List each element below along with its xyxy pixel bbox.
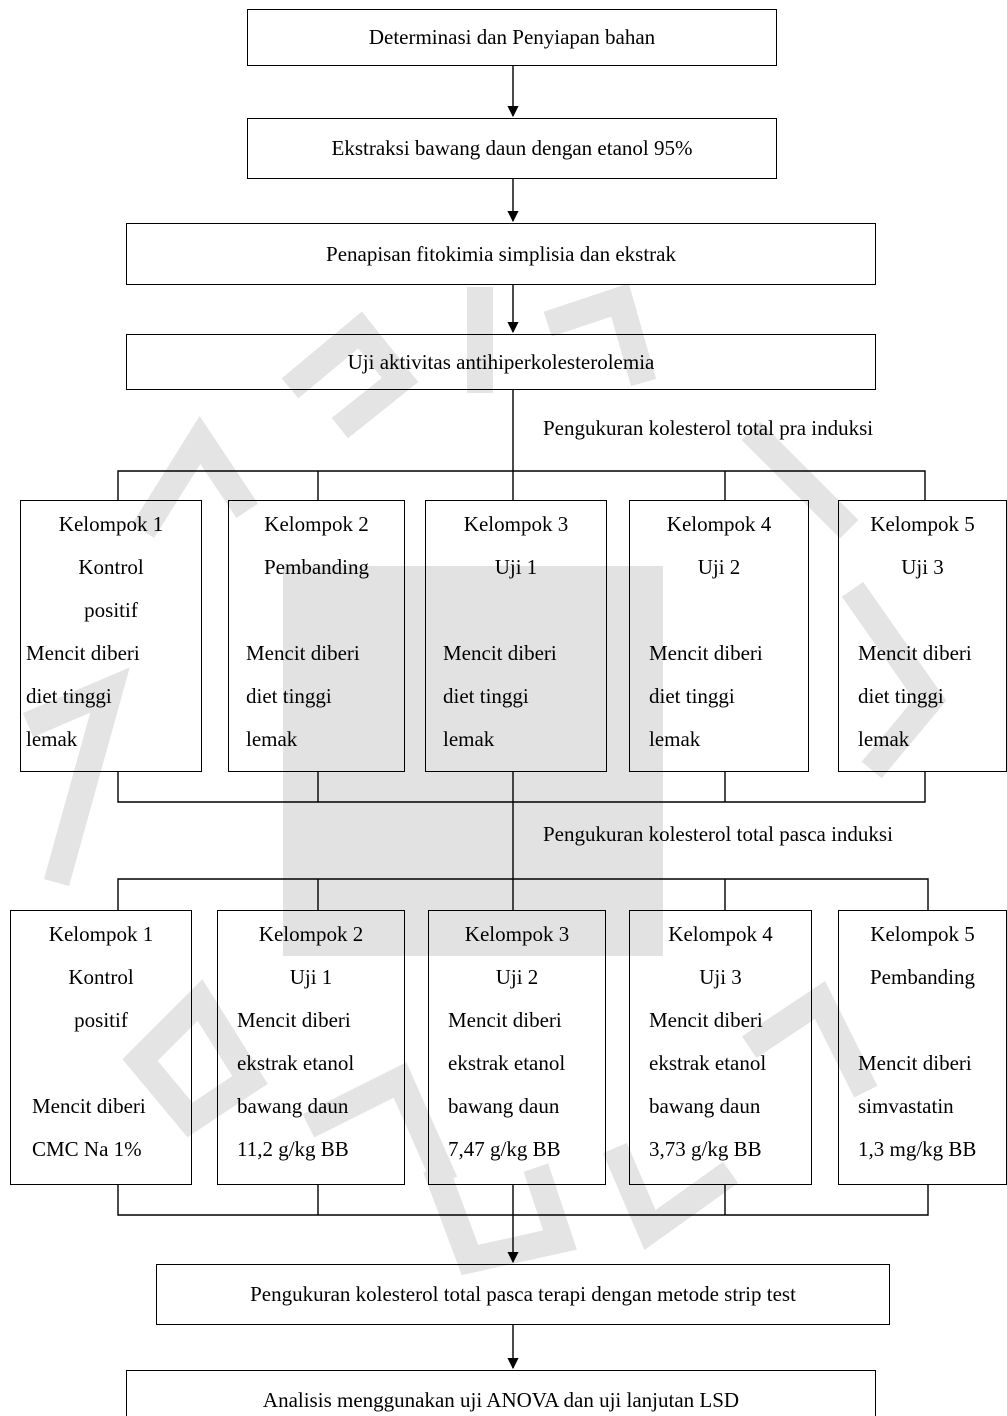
row2-group-1: Kelompok 1 Kontrol positif Mencit diberi… [10,910,192,1185]
collector-row1 [117,772,926,803]
step-analisis-label: Analisis menggunakan uji ANOVA dan uji l… [262,1387,740,1412]
row1-group-1-desc3: lemak [26,727,78,751]
row1-group-2-desc1: Mencit diberi [246,641,360,665]
row1-group-1-role2: positif [84,598,138,622]
row2-group-2: Kelompok 2 Uji 1 Mencit diberi ekstrak e… [217,910,405,1185]
row1-group-4: Kelompok 4 Uji 2 Mencit diberi diet ting… [629,500,809,772]
row1-group-5-desc2: diet tinggi [858,684,944,708]
step-penapisan: Penapisan fitokimia simplisia dan ekstra… [126,223,876,285]
row1-group-4-role: Uji 2 [697,555,741,579]
row2-group-3-desc1: ekstrak etanol [448,1051,566,1075]
row2-group-4-desc1: ekstrak etanol [649,1051,767,1075]
step-penapisan-label: Penapisan fitokimia simplisia dan ekstra… [326,241,676,266]
row2-group-5: Kelompok 5 Pembanding Mencit diberi simv… [838,910,1007,1185]
row2-group-4-role: Uji 3 [699,965,742,989]
row1-group-5: Kelompok 5 Uji 3 Mencit diberi diet ting… [838,500,1007,772]
row2-group-4-desc3: 3,73 g/kg BB [649,1137,762,1161]
row1-group-2-desc2: diet tinggi [246,684,332,708]
row1-group-3: Kelompok 3 Uji 1 Mencit diberi diet ting… [425,500,607,772]
row1-group-3-desc1: Mencit diberi [443,641,557,665]
row1-group-3-desc2: diet tinggi [443,684,529,708]
row2-group-1-desc3: CMC Na 1% [32,1137,142,1161]
row2-group-4-desc2: bawang daun [649,1094,761,1118]
row1-group-4-desc1: Mencit diberi [649,641,763,665]
row2-group-3-desc3: 7,47 g/kg BB [448,1137,561,1161]
row2-group-3-role: Uji 2 [495,965,539,989]
row2-group-3-desc2: bawang daun [448,1094,560,1118]
row1-group-3-desc3: lemak [443,727,495,751]
step-uji-aktivitas-label: Uji aktivitas antihiperkolesterolemia [347,349,655,374]
distribution-row2 [117,878,929,910]
note-pasca-induksi: Pengukuran kolesterol total pasca induks… [543,822,893,846]
row1-group-2-desc3: lemak [246,727,298,751]
row2-group-5-desc2: simvastatin [858,1094,954,1118]
step-determinasi-label: Determinasi dan Penyiapan bahan [368,25,656,49]
row1-group-5-role: Uji 3 [901,555,944,579]
collector-row2 [117,1185,929,1216]
row1-group-2-title: Kelompok 2 [264,512,369,536]
row2-group-1-role: Kontrol [68,965,134,989]
row2-group-2-desc1: ekstrak etanol [237,1051,355,1075]
distribution-row1 [117,470,926,500]
row1-group-2-role: Pembanding [264,555,369,579]
row1-group-1-desc2: diet tinggi [26,684,112,708]
row2-group-2-title: Kelompok 2 [258,922,364,946]
row2-group-1-role2: positif [74,1008,128,1032]
row2-group-5-title: Kelompok 5 [870,922,975,946]
step-pengukuran-pasca-terapi-label: Pengukuran kolesterol total pasca terapi… [250,1282,796,1306]
step-ekstraksi-label: Ekstraksi bawang daun dengan etanol 95% [331,136,693,160]
row1-group-4-desc3: lemak [649,727,701,751]
row1-group-2: Kelompok 2 Pembanding Mencit diberi diet… [228,500,405,772]
step-pengukuran-pasca-terapi: Pengukuran kolesterol total pasca terapi… [156,1264,890,1325]
row2-group-4: Kelompok 4 Uji 3 Mencit diberi ekstrak e… [629,910,812,1185]
row2-group-1-desc2: Mencit diberi [32,1094,146,1118]
row2-group-4-desc0: Mencit diberi [649,1008,763,1032]
row1-group-4-title: Kelompok 4 [666,512,772,536]
row2-group-2-desc0: Mencit diberi [237,1008,351,1032]
row1-group-5-desc3: lemak [858,727,910,751]
row2-group-2-role: Uji 1 [289,965,333,989]
note-pra-induksi: Pengukuran kolesterol total pra induksi [543,416,874,440]
row1-group-1-title: Kelompok 1 [58,512,164,536]
row1-group-3-role: Uji 1 [494,555,538,579]
step-ekstraksi: Ekstraksi bawang daun dengan etanol 95% [247,118,777,179]
row2-group-5-desc3: 1,3 mg/kg BB [858,1137,977,1161]
step-uji-aktivitas: Uji aktivitas antihiperkolesterolemia [126,334,876,390]
step-determinasi: Determinasi dan Penyiapan bahan [247,9,777,66]
row2-group-1-title: Kelompok 1 [48,922,154,946]
row2-group-3: Kelompok 3 Uji 2 Mencit diberi ekstrak e… [428,910,606,1185]
row2-group-2-desc3: 11,2 g/kg BB [237,1137,349,1161]
row1-group-1-role: Kontrol [78,555,144,579]
row1-group-5-title: Kelompok 5 [870,512,975,536]
step-analisis: Analisis menggunakan uji ANOVA dan uji l… [126,1370,876,1416]
row1-group-4-desc2: diet tinggi [649,684,735,708]
row2-group-4-title: Kelompok 4 [668,922,773,946]
row2-group-3-desc0: Mencit diberi [448,1008,562,1032]
row1-group-1: Kelompok 1 Kontrol positif Mencit diberi… [20,500,202,772]
row2-group-2-desc2: bawang daun [237,1094,349,1118]
row2-group-5-role: Pembanding [870,965,975,989]
row2-group-3-title: Kelompok 3 [464,922,570,946]
row1-group-1-desc1: Mencit diberi [26,641,140,665]
row2-group-5-desc1: Mencit diberi [858,1051,972,1075]
row1-group-3-title: Kelompok 3 [463,512,569,536]
row1-group-5-desc1: Mencit diberi [858,641,972,665]
